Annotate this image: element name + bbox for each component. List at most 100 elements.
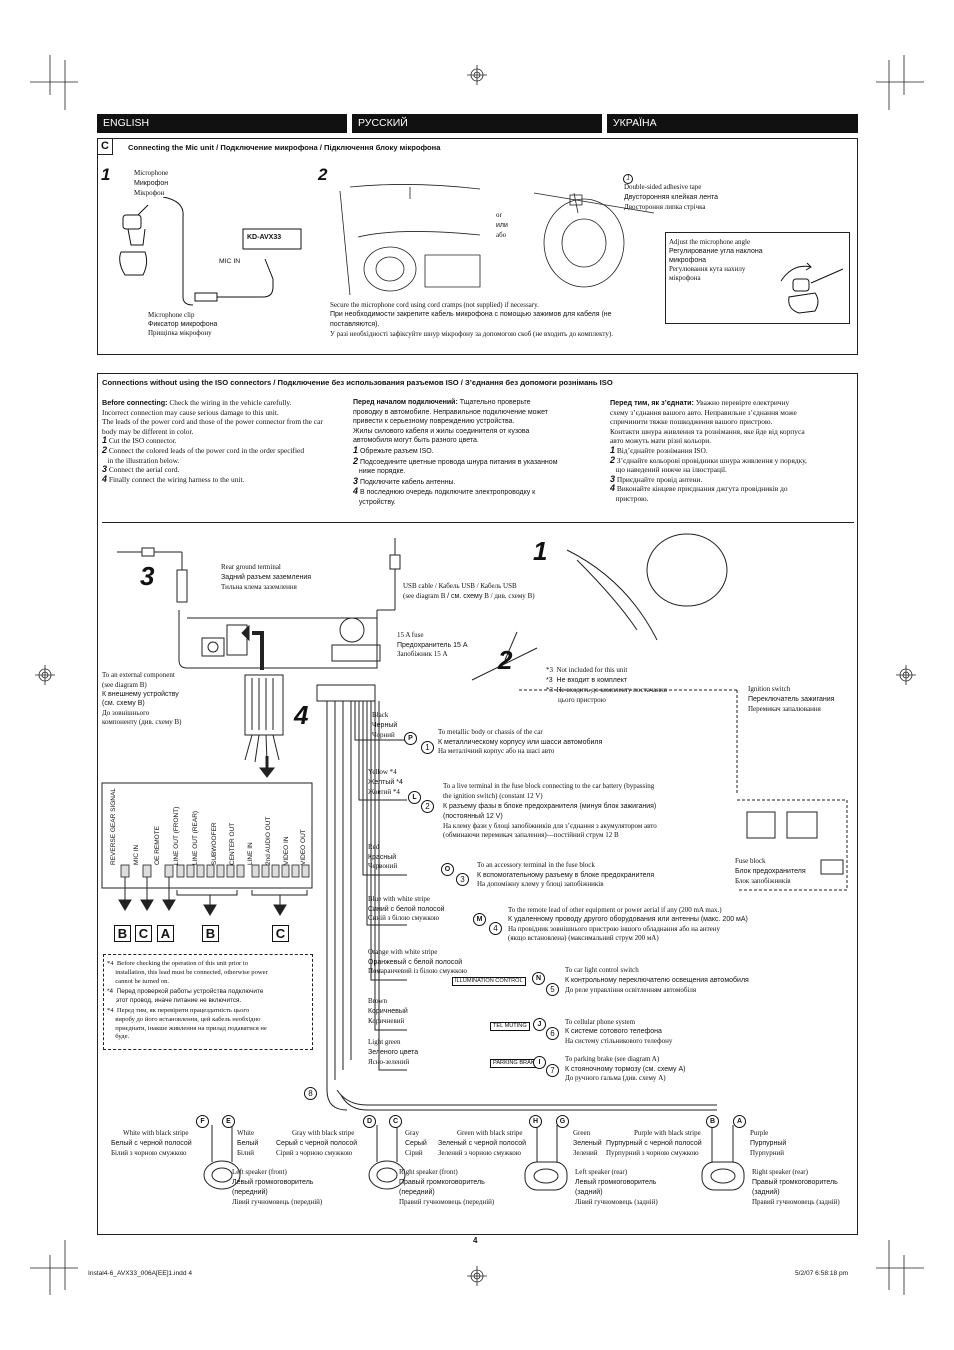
usb-ref-letter: B xyxy=(440,592,446,600)
wire-dest-ru: К системе сотового телефона xyxy=(565,1028,662,1035)
fuse-en: 15 A fuse xyxy=(397,631,424,639)
wire-color-en: Yellow *4 xyxy=(368,768,397,776)
en-text-4: body may be different in color. xyxy=(102,426,194,436)
wire-dest-uk: (обминаючи перемикач запалення)—постійни… xyxy=(443,831,619,839)
speaker-name-ru: (передний) xyxy=(399,1189,435,1196)
section-letter: C xyxy=(98,139,113,155)
en-step-text: in the illustration below. xyxy=(107,455,180,465)
speaker-wire-left-uk: Сірий з чорною смужкою xyxy=(276,1149,353,1157)
dest-text: До ручного гальма (див. схему xyxy=(565,1074,657,1082)
wire-dest-ru: К удаленному проводу другого оборудовани… xyxy=(508,916,748,923)
speaker-name-en: Left speaker (rear) xyxy=(575,1168,628,1176)
iso-title: Connections without using the ISO connec… xyxy=(102,378,613,387)
ref-letter: A xyxy=(651,1055,657,1063)
wire-color-en: Red xyxy=(368,843,380,851)
note-text: cannot be turned on. xyxy=(115,977,170,985)
fuse-block-uk: Блок запобіжників xyxy=(735,877,791,885)
speaker-wire-right-uk: Пурпурний xyxy=(750,1149,785,1157)
footer-date: 5/2/07 6:58:18 pm xyxy=(795,1270,849,1277)
en-step-text: Connect the aerial cord. xyxy=(108,465,180,475)
not-incl-text: Не входить до комплекту постачання xyxy=(556,686,667,694)
uk-lead: Перед тим, як з’єднати: xyxy=(610,398,694,407)
cord-note-en: Secure the microphone cord using cord cr… xyxy=(330,301,539,309)
wire-dest-uk: На систему стільникового телефону xyxy=(565,1037,673,1045)
clip-label-en: Microphone clip xyxy=(148,311,195,319)
wire-color-ru: Синий с белой полосой xyxy=(368,906,445,913)
ext-ref-text: (see diagram xyxy=(102,681,138,689)
rca-label: LINE OUT (FRONT) xyxy=(173,806,180,865)
wire-num: 3 xyxy=(456,873,469,886)
rca-label: VIDEO OUT xyxy=(300,829,307,865)
ext-en-ref: (see diagram B) xyxy=(102,681,147,689)
steering-illustration xyxy=(533,192,655,288)
speaker-wire-right-en: Gray xyxy=(405,1129,419,1137)
speaker-wire-left-ru: Зеленый с черной полосой xyxy=(438,1140,527,1147)
ref-letter: A xyxy=(678,1066,684,1073)
rear-ground-uk: Тильна клема заземлення xyxy=(221,583,297,591)
en-column: Before connecting: Check the wiring in t… xyxy=(102,398,347,484)
speaker-wire-right-ru: Зеленый xyxy=(573,1140,602,1147)
wire-color-en: Orange with white stripe xyxy=(368,948,438,956)
ru-text: автомобиля могут быть разного цвета. xyxy=(353,437,479,445)
uk-step-text: Виконайте кінцеве приєднання джгута пров… xyxy=(616,484,788,494)
ru-step-text: ниже порядке. xyxy=(358,468,406,476)
speaker-letter: E xyxy=(222,1115,235,1128)
wire-dest-en: To parking brake (see diagram A) xyxy=(565,1055,660,1063)
cord-note-ru-1: При необходимости закрепите кабель микро… xyxy=(330,311,612,318)
speaker-wire-right-en: Purple xyxy=(750,1129,769,1137)
lang-bar-russian: РУССКИЙ xyxy=(352,114,602,133)
speaker-wire-left-ru: Серый с черной полосой xyxy=(276,1140,358,1147)
speaker-letter: H xyxy=(529,1115,542,1128)
en-text-1: Check the wiring in the vehicle carefull… xyxy=(169,398,292,407)
wire-color-ru: Желтый *4 xyxy=(368,779,403,786)
speaker-name-ru: Правый громкоговоритель xyxy=(752,1179,838,1186)
wire-dest-ru: (постоянный 12 V) xyxy=(443,813,503,820)
uk-text: схему з’єднання вашого авто. Неправильне… xyxy=(610,407,797,417)
speaker-wire-left-en: Gray with black stripe xyxy=(292,1129,355,1137)
uk-step-text: З’єднайте кольорові провідники шнура жив… xyxy=(616,455,807,465)
note-mark: *4 xyxy=(107,960,114,967)
wire-dest-ru: К контрольному переключателю освещения а… xyxy=(565,977,749,984)
not-incl-text: Не входит в комплект xyxy=(556,677,628,684)
uk-step-num: 1 xyxy=(610,444,616,455)
wire-num: 4 xyxy=(489,922,502,935)
rca-label: LINE OUT (REAR) xyxy=(192,810,199,865)
wire-num: 7 xyxy=(546,1064,559,1077)
speaker-wire-right-ru: Белый xyxy=(237,1140,259,1147)
cord-note-ru-2: поставляются). xyxy=(330,321,380,328)
mic-label-ru: Микрофон xyxy=(134,180,169,187)
speaker-wire-left-uk: Зелений з чорною смужкою xyxy=(438,1149,522,1157)
wire-dest-ru: К вспомогательному разъему в блоке предо… xyxy=(477,872,655,879)
angle-uk-1: Регулювання кута нахилу xyxy=(669,265,746,273)
en-text-3: The leads of the power cord and those of… xyxy=(102,417,323,427)
tape-label-uk: Двостороння липка стрічка xyxy=(624,203,706,211)
mic-angle-icon xyxy=(780,262,844,314)
uk-step-num: 2 xyxy=(610,454,616,465)
ext-ref-letter: B xyxy=(174,718,180,726)
or-ru: или xyxy=(496,222,508,229)
notes-box: *4 Before checking the operation of this… xyxy=(103,954,313,1050)
en-lead: Before connecting: xyxy=(102,398,168,407)
or-en: or xyxy=(496,211,502,219)
note-en: *4 Before checking the operation of this… xyxy=(107,960,268,986)
speaker-wire-left-ru: Пурпурный с черной полосой xyxy=(606,1140,702,1147)
speaker-name-uk: Лівий гучномовець (передній) xyxy=(232,1198,323,1206)
rca-label: MIC IN xyxy=(133,844,140,865)
speaker-wire-left-ru: Белый с черной полосой xyxy=(111,1140,192,1147)
diagram-step-2: 2 xyxy=(498,645,513,675)
usb-label-text: USB cable / Кабель USB / Кабель USB xyxy=(403,582,517,590)
rca-label: 2nd AUDIO OUT xyxy=(265,816,272,865)
fuse-block-en: Fuse block xyxy=(735,857,766,865)
speaker-name-ru: Правый громкоговоритель xyxy=(399,1179,485,1186)
note-mark: *4 xyxy=(107,988,114,995)
wire-dest-en: To metallic body or chassis of the car xyxy=(438,728,543,736)
wire-color-en: Black xyxy=(372,711,389,719)
wire-color-uk: Червоний xyxy=(368,862,398,870)
mic-label-uk: Мікрофон xyxy=(134,189,165,197)
speaker-letter: B xyxy=(706,1115,719,1128)
speaker-wire-right-uk: Сірий xyxy=(405,1149,423,1157)
speaker-name-ru: Левый громкоговоритель xyxy=(575,1179,657,1186)
ru-step-text: Подключите кабель антенны. xyxy=(359,478,456,486)
wire-color-ru: Коричневый xyxy=(368,1008,408,1015)
